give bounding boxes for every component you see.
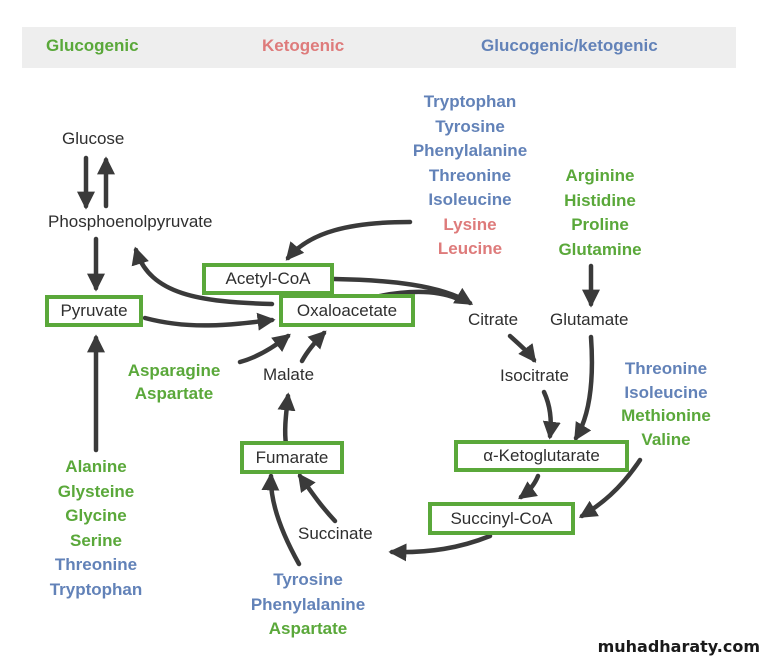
arrow-malate-to-oxaloacetate bbox=[299, 330, 327, 364]
amino-acid: Glutamine bbox=[558, 239, 642, 259]
amino-acid: Threonine bbox=[624, 359, 708, 378]
amino-acid: Tyrosine bbox=[273, 570, 343, 589]
amino-acid: Tryptophan bbox=[423, 92, 517, 111]
amino-acid: Methionine bbox=[621, 406, 711, 425]
amino-acid: Valine bbox=[641, 429, 691, 449]
metabolite-oxaloacetate: Oxaloacetate bbox=[279, 294, 415, 327]
amino-acid: Histidine bbox=[564, 190, 636, 210]
arrow-fumarate-to-malate bbox=[277, 392, 296, 447]
amino-acids-to-fumarate: Tyrosine Phenylalanine Aspartate bbox=[238, 568, 378, 642]
metabolite-citrate: Citrate bbox=[468, 310, 519, 329]
arrow-oxaloacetate-to-pep bbox=[131, 246, 275, 307]
amino-acid: Serine bbox=[70, 530, 122, 550]
amino-acids-to-acetyl-coa: Tryptophan Tyrosine Phenylalanine Threon… bbox=[398, 90, 542, 262]
metabolite-succinate: Succinate bbox=[298, 524, 373, 543]
legend-glucogenic-ketogenic: Glucogenic/ketogenic bbox=[481, 36, 658, 55]
amino-acid: Isoleucine bbox=[428, 190, 512, 209]
arrow-aa-to-succinyl-coa bbox=[578, 457, 643, 519]
amino-acid: Threonine bbox=[54, 555, 138, 574]
metabolite-glutamate: Glutamate bbox=[550, 310, 629, 329]
metabolite-alpha-ketoglutarate: α-Ketoglutarate bbox=[454, 440, 629, 472]
amino-acids-to-succinyl-coa: Threonine Isoleucine Methionine Valine bbox=[610, 357, 722, 451]
amino-acid: Asparagine bbox=[127, 361, 221, 380]
arrow-asparagine-to-oxaloacetate bbox=[237, 333, 291, 365]
amino-acid: Tyrosine bbox=[435, 116, 505, 136]
amino-acid: Aspartate bbox=[268, 619, 348, 638]
amino-acid: Tryptophan bbox=[49, 579, 143, 599]
legend-glucogenic: Glucogenic bbox=[46, 36, 139, 55]
arrow-aa-to-fumarate bbox=[261, 472, 302, 567]
amino-acid: Alanine bbox=[65, 457, 127, 476]
amino-acid: Lysine bbox=[443, 214, 497, 234]
arrow-pyruvate-to-oxaloacetate bbox=[142, 312, 276, 331]
arrow-glutamate-to-akg bbox=[573, 334, 595, 442]
metabolite-glucose: Glucose bbox=[62, 129, 125, 148]
amino-acids-to-oxaloacetate: Asparagine Aspartate bbox=[115, 359, 233, 405]
arrow-akg-to-succinyl-coa bbox=[518, 473, 541, 500]
amino-acids-to-pyruvate: Alanine Glysteine Glycine Serine Threoni… bbox=[38, 455, 154, 602]
amino-acid: Glysteine bbox=[57, 481, 135, 501]
arrow-isocitrate-to-akg bbox=[541, 389, 561, 440]
amino-acid: Aspartate bbox=[134, 384, 214, 403]
amino-acid: Arginine bbox=[565, 166, 635, 185]
amino-acids-to-glutamate: Arginine Histidine Proline Glutamine bbox=[545, 164, 655, 262]
metabolite-malate: Malate bbox=[263, 365, 315, 384]
watermark: muhadharaty.com bbox=[597, 637, 760, 656]
amino-acid: Threonine bbox=[428, 165, 512, 185]
metabolite-acetyl-coa: Acetyl-CoA bbox=[202, 263, 334, 295]
legend-ketogenic: Ketogenic bbox=[262, 36, 345, 55]
arrow-succinate-to-fumarate bbox=[297, 473, 338, 524]
arrow-aa-to-acetyl-coa bbox=[285, 219, 413, 261]
amino-acid: Isoleucine bbox=[624, 382, 708, 402]
arrow-succinyl-coa-to-succinate bbox=[388, 533, 493, 562]
amino-acid: Proline bbox=[571, 215, 629, 234]
metabolite-succinyl-coa: Succinyl-CoA bbox=[428, 502, 575, 535]
amino-acid: Glycine bbox=[65, 506, 127, 525]
metabolite-pyruvate: Pyruvate bbox=[45, 295, 143, 327]
arrow-citrate-to-isocitrate bbox=[507, 333, 537, 363]
metabolite-phosphoenolpyruvate: Phosphoenolpyruvate bbox=[48, 212, 213, 231]
metabolite-fumarate: Fumarate bbox=[240, 441, 344, 474]
amino-acid: Leucine bbox=[437, 239, 503, 258]
amino-acid: Phenylalanine bbox=[412, 141, 528, 160]
legend-band bbox=[22, 27, 736, 68]
metabolite-isocitrate: Isocitrate bbox=[500, 366, 569, 385]
amino-acid: Phenylalanine bbox=[250, 594, 366, 614]
